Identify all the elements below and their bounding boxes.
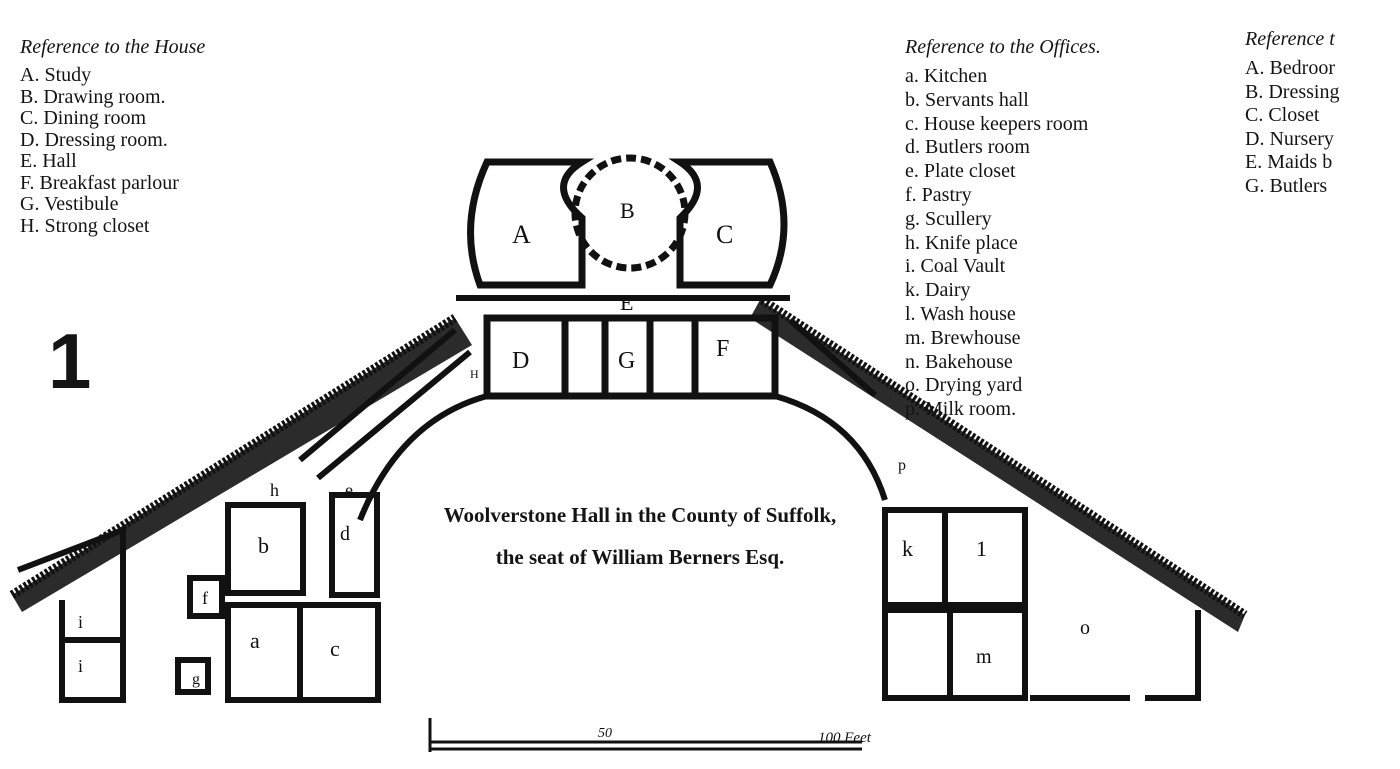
offices-reference-title: Reference to the Offices. [905, 36, 1101, 58]
plan-label-a: a [250, 628, 260, 653]
house-reference-item: D. Dressing room. [20, 128, 168, 151]
main-house [456, 154, 790, 400]
house-reference-item: F. Breakfast parlour [20, 171, 179, 194]
offices-reference-item: e. Plate closet [905, 160, 1016, 183]
offices-reference-item: a. Kitchen [905, 65, 988, 87]
plan-label-c: c [330, 636, 340, 661]
plan-label-m: m [976, 646, 992, 668]
left-offices [16, 492, 381, 703]
plan-label-d: d [340, 523, 350, 545]
upper-floor-reference-item: G. Butlers [1245, 174, 1328, 197]
plan-caption-line1: Woolverstone Hall in the County of Suffo… [443, 503, 837, 527]
plan-label-i-lower: i [78, 656, 83, 676]
plan-label-F: F [716, 336, 729, 362]
upper-floor-reference-item: B. Dressing [1245, 80, 1340, 103]
house-reference-item: C. Dining room [20, 107, 147, 129]
upper-floor-reference-item: E. Maids b [1245, 151, 1333, 173]
right-hedge [750, 296, 1248, 632]
scale-label-mid: 50 [598, 726, 612, 741]
offices-reference-item: n. Bakehouse [905, 350, 1013, 373]
house-reference-item: G. Vestibule [20, 193, 119, 215]
plan-label-e: e [345, 480, 353, 500]
plan-label-H: H [470, 367, 479, 381]
plan-label-E: E [620, 290, 633, 315]
plan-label-h: h [270, 480, 279, 500]
offices-reference-item: k. Dairy [905, 279, 971, 302]
figure-number: 1 [48, 317, 92, 405]
plan-label-i-upper: i [78, 612, 83, 632]
plan-label-g: g [192, 671, 200, 688]
plan-caption-line2: the seat of William Berners Esq. [495, 545, 785, 569]
house-reference-item: B. Drawing room. [20, 85, 166, 108]
plan-label-C: C [716, 220, 733, 249]
plan-label-b: b [258, 533, 269, 558]
upper-floor-reference-item: D. Nursery [1245, 127, 1334, 150]
house-reference-list: Reference to the House A. Study B. Drawi… [20, 36, 205, 237]
offices-reference-item: o. Drying yard [905, 374, 1023, 397]
plan-label-D: D [512, 348, 529, 374]
plan-label-l: 1 [976, 536, 987, 561]
upper-floor-reference-item: A. Bedroor [1245, 57, 1335, 79]
corridors [298, 317, 888, 522]
offices-reference-item: b. Servants hall [905, 88, 1029, 111]
scale-bar [428, 718, 862, 752]
upper-floor-reference-title: Reference t [1245, 28, 1335, 50]
right-offices [882, 507, 1201, 701]
offices-reference-item: l. Wash house [905, 302, 1016, 325]
offices-reference-item: m. Brewhouse [905, 326, 1021, 349]
offices-reference-item: c. House keepers room [905, 112, 1089, 135]
offices-reference-item: g. Scullery [905, 207, 992, 230]
offices-reference-item: f. Pastry [905, 183, 972, 206]
house-reference-item: H. Strong closet [20, 214, 150, 237]
offices-reference-item: i. Coal Vault [905, 255, 1006, 278]
plan-label-f: f [202, 588, 208, 608]
scale-label-end: 100 Feet [818, 730, 872, 746]
left-hedge [9, 314, 472, 612]
offices-reference-list: Reference to the Offices. a. Kitchen b. … [905, 36, 1101, 422]
offices-reference-item: d. Butlers room [905, 136, 1030, 159]
house-reference-item: E. Hall [20, 150, 77, 172]
plan-label-o: o [1080, 617, 1090, 639]
upper-floor-reference-item: C. Closet [1245, 104, 1320, 126]
plan-label-k: k [902, 536, 913, 561]
offices-reference-item: h. Knife place [905, 231, 1018, 254]
plan-label-G: G [618, 348, 635, 374]
offices-reference-item: p. Milk room. [905, 398, 1017, 421]
upper-floor-reference-list: Reference t A. Bedroor B. Dressing C. Cl… [1245, 28, 1400, 198]
house-reference-title: Reference to the House [20, 36, 206, 58]
plan-label-B: B [620, 198, 635, 223]
plan-label-p: p [898, 457, 906, 474]
house-reference-item: A. Study [20, 64, 92, 86]
plan-label-A: A [512, 220, 531, 249]
